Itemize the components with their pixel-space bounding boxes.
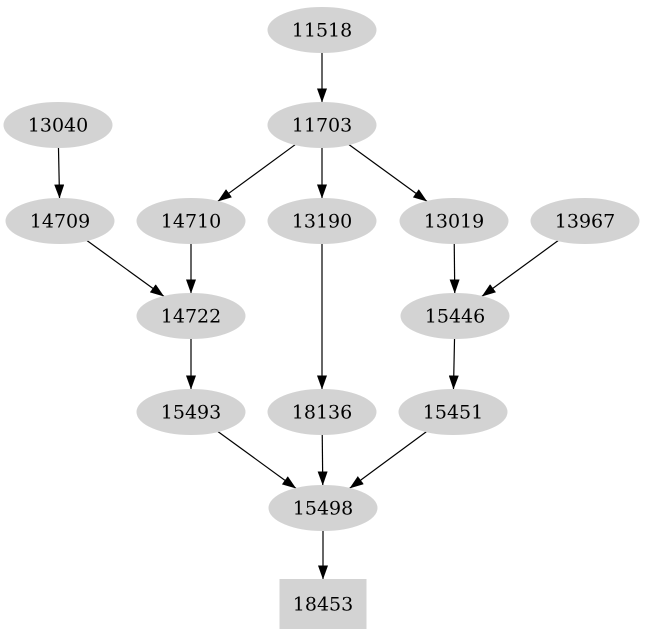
node-ellipse-13019 [399,198,509,244]
node-ellipse-14710 [136,198,246,244]
node-ellipse-15498 [268,485,378,531]
graph-node-15446: 15446 [400,293,510,339]
graph-node-13019: 13019 [399,198,509,244]
node-label-13190: 13190 [292,210,352,232]
graph-node-15451: 15451 [398,389,508,435]
node-label-15451: 15451 [423,401,483,423]
node-ellipse-13190 [267,198,377,244]
graph-node-15493: 15493 [136,389,246,435]
graph-node-14722: 14722 [136,293,246,339]
node-label-14710: 14710 [161,210,221,232]
edge-18136-to-15498 [317,434,328,486]
node-ellipse-13040 [3,102,113,148]
node-label-15498: 15498 [293,497,353,519]
graph-node-18453: 18453 [279,579,367,629]
graph-node-15498: 15498 [268,485,378,531]
node-label-15493: 15493 [161,401,221,423]
node-label-18136: 18136 [292,401,352,423]
node-label-11703: 11703 [292,114,352,136]
edge-11703-to-13019 [348,144,428,202]
edge-15493-to-15498 [217,431,297,489]
graph-node-14709: 14709 [5,198,115,244]
graph-node-13190: 13190 [267,198,377,244]
edge-13967-to-15446 [481,240,559,297]
node-ellipse-15493 [136,389,246,435]
node-label-11518: 11518 [292,19,352,41]
node-ellipse-11518 [267,7,377,53]
graph-node-13040: 13040 [3,102,113,148]
node-ellipse-14722 [136,293,246,339]
edge-15446-to-15451 [448,338,459,390]
node-label-18453: 18453 [293,593,353,615]
graph-node-11518: 11518 [267,7,377,53]
edge-15451-to-15498 [349,431,427,489]
node-label-13967: 13967 [555,210,615,232]
edge-13019-to-15446 [449,243,460,294]
node-ellipse-11703 [267,102,377,148]
node-ellipse-13967 [530,198,640,244]
node-ellipse-14709 [5,198,115,244]
graph-node-14710: 14710 [136,198,246,244]
node-label-13019: 13019 [424,210,484,232]
node-label-13040: 13040 [28,114,88,136]
node-ellipse-15446 [400,293,510,339]
node-box-18453 [279,579,367,629]
edge-14709-to-14722 [86,240,165,297]
node-ellipse-15451 [398,389,508,435]
node-label-15446: 15446 [425,305,485,327]
graph-node-13967: 13967 [530,198,640,244]
node-ellipse-18136 [267,389,377,435]
node-label-14709: 14709 [30,210,90,232]
graph-node-18136: 18136 [267,389,377,435]
edge-13040-to-14709 [54,147,65,199]
node-label-14722: 14722 [161,305,221,327]
edge-11703-to-14710 [217,144,296,202]
graph-node-11703: 11703 [267,102,377,148]
